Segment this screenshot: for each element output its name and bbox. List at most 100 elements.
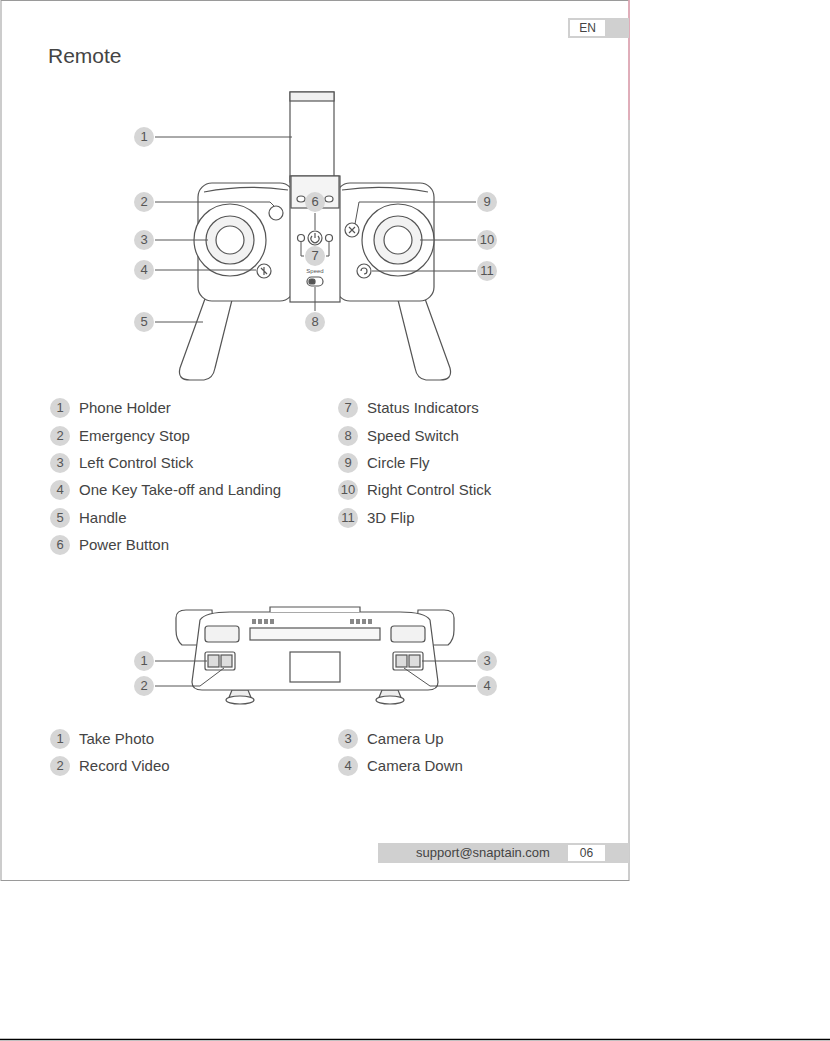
tab-label: EN	[570, 20, 605, 36]
video-button	[221, 655, 232, 667]
callout-number: 10	[477, 230, 497, 250]
leader-line	[155, 240, 208, 241]
camera-down-button	[409, 655, 420, 667]
leader-line	[155, 202, 274, 206]
switch-label: Speed	[306, 268, 323, 275]
leader-line	[155, 270, 256, 271]
callout-number: 4	[134, 260, 154, 280]
button-icon	[361, 268, 367, 274]
part-name: 3D Flip	[367, 508, 415, 528]
clamp-screw	[325, 196, 333, 202]
part-name: Take Photo	[79, 729, 154, 749]
button-bay	[205, 652, 235, 670]
leader-line	[315, 213, 316, 230]
vent-slot	[356, 619, 360, 624]
callout-number: 1	[134, 651, 154, 671]
panel-recess	[391, 626, 425, 642]
page-number-box	[568, 845, 605, 861]
callout-number: 1	[134, 127, 154, 147]
power-icon	[311, 233, 319, 243]
stick-base	[206, 216, 254, 264]
leader-line	[155, 322, 203, 323]
center-strip	[250, 628, 380, 640]
leader-line	[422, 661, 476, 662]
leader-line	[372, 271, 476, 272]
vent-slots	[252, 619, 372, 624]
leader-line	[155, 661, 207, 662]
center-block	[290, 652, 340, 682]
callout-number: 3	[50, 453, 70, 473]
stick-cap	[216, 226, 244, 254]
leader-line	[155, 137, 292, 138]
bottom-rule	[0, 1039, 830, 1041]
photo-button	[208, 655, 219, 667]
handle	[179, 296, 232, 380]
callout-number: 5	[50, 508, 70, 528]
vent-slot	[252, 619, 256, 624]
callout-number: 2	[50, 756, 70, 776]
part-name: Phone Holder	[79, 398, 171, 418]
callout-number: 1	[50, 729, 70, 749]
callout-number: 6	[305, 192, 325, 212]
lang-tab	[568, 18, 629, 38]
right-wing	[336, 183, 434, 301]
emergency-button	[269, 206, 283, 220]
takeoff-button	[257, 264, 271, 278]
stick-top	[226, 696, 254, 704]
power-button	[308, 231, 322, 245]
left-wing	[198, 183, 294, 301]
part-name: Right Control Stick	[367, 480, 491, 500]
leader-line	[315, 287, 316, 311]
handle	[398, 296, 451, 380]
center-body	[290, 176, 340, 302]
front-body	[192, 612, 438, 690]
button-icon	[349, 227, 355, 233]
stick-top	[376, 696, 404, 704]
part-name: Record Video	[79, 756, 170, 776]
vent-slot	[350, 619, 354, 624]
panel-recess	[205, 626, 239, 642]
callout-number: 8	[305, 312, 325, 332]
callout-number: 5	[134, 312, 154, 332]
part-name: Camera Down	[367, 756, 463, 776]
page-title: Remote	[48, 44, 122, 68]
callout-number: 11	[477, 261, 497, 281]
remote-front-view	[176, 607, 454, 704]
leader-line	[155, 668, 224, 686]
callout-number: 3	[477, 651, 497, 671]
callout-number: 8	[338, 426, 358, 446]
speed-slider	[309, 279, 315, 284]
callout-number: 2	[50, 426, 70, 446]
phone-holder	[290, 92, 334, 182]
part-name: Camera Up	[367, 729, 444, 749]
callout-number: 9	[338, 453, 358, 473]
part-name: Emergency Stop	[79, 426, 190, 446]
part-name: Circle Fly	[367, 453, 430, 473]
support-email: support@snaptain.com	[416, 845, 550, 861]
part-name: Handle	[79, 508, 127, 528]
callout-number: 3	[134, 230, 154, 250]
callout-number: 6	[50, 535, 70, 555]
wing-ridge	[342, 187, 428, 192]
leader-line	[404, 668, 476, 686]
lang-box	[570, 20, 605, 36]
status-led	[298, 235, 305, 242]
callout-number: 11	[338, 508, 358, 528]
leader-line	[355, 202, 476, 224]
leader-lines	[155, 661, 476, 686]
remote-top-view	[179, 92, 450, 380]
callout-number: 3	[338, 729, 358, 749]
clamp-screw	[297, 196, 305, 202]
callout-number: 9	[477, 192, 497, 212]
callout-number: 10	[338, 480, 358, 500]
vent-slot	[258, 619, 262, 624]
flip-button	[357, 264, 371, 278]
button-bay	[393, 652, 423, 670]
leader-lines	[155, 137, 476, 322]
wing-ridge	[204, 187, 288, 192]
phone-holder-cap	[290, 92, 334, 101]
vent-slot	[368, 619, 372, 624]
footer-band	[378, 843, 629, 863]
